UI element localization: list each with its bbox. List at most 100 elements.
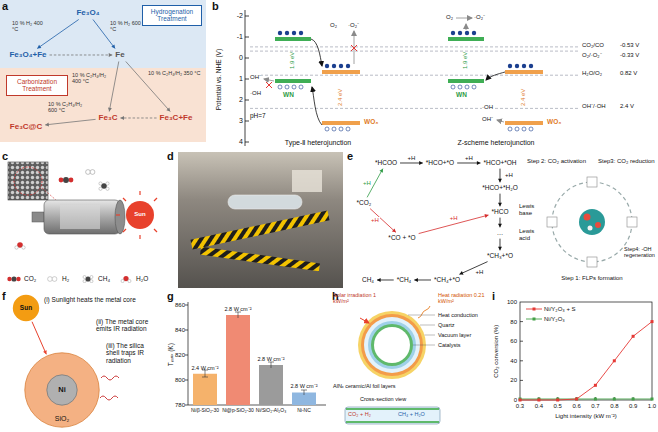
connector — [126, 61, 170, 111]
axis-tick: 1 — [239, 75, 243, 83]
intermediate-state: *CH₄ — [395, 275, 414, 284]
connector — [457, 161, 480, 165]
annotation: O₂ — [446, 14, 453, 21]
annotation: (ii) The metal core emits IR radiation — [96, 318, 158, 333]
compound-label: Fe — [113, 50, 126, 61]
intermediate-state: *CO₂ — [355, 198, 374, 207]
axis-tick: 0.8 — [610, 403, 618, 410]
annotation: Type-Ⅱ heterojunction — [285, 139, 351, 147]
arrow-head — [414, 278, 418, 282]
arrow-head — [109, 53, 113, 57]
intermediate-state: … — [495, 228, 506, 237]
annotation: Sun — [134, 211, 145, 218]
intermediate-state: *CH₃+*O — [485, 251, 515, 260]
annotation: ·O₂⁻ — [474, 14, 485, 21]
annotation: O₂/·O₂⁻ — [582, 52, 602, 59]
node-text: Fe₃C — [99, 114, 118, 123]
annotation: Ni-NC — [288, 408, 320, 414]
node-text: Sun — [20, 304, 32, 311]
arrow-head — [379, 169, 382, 173]
annotation: OH⁻/·OH — [582, 103, 606, 110]
legend-item: CH₄ — [80, 275, 110, 283]
legend-item: H₂ — [44, 275, 69, 283]
legend-swatch — [80, 275, 96, 283]
node-text: CH₄ — [362, 276, 374, 283]
circle-fill — [25, 353, 99, 427]
intermediate-state: *CO + *O — [386, 233, 417, 242]
node-text: Hydrogenation Treatment — [145, 8, 199, 23]
arrow-head — [377, 278, 381, 282]
legend-marker — [533, 318, 536, 321]
annotation: 1.9 eV — [463, 51, 470, 68]
edge-label: 10 % C₂H₄/H₂ 400 °C — [72, 72, 112, 84]
connector-line — [109, 61, 119, 111]
node-text: *CH₄ — [397, 276, 412, 283]
axis-tick: 0.4 — [535, 403, 543, 410]
connector — [414, 278, 431, 282]
connector-line — [120, 117, 156, 118]
connector-line — [370, 209, 396, 233]
legend-swatch — [6, 275, 22, 283]
annotation: CO₂/CO — [582, 42, 604, 49]
axis-tick: 780 — [175, 402, 185, 409]
arrow-head — [120, 116, 124, 120]
legend-marker — [533, 308, 536, 311]
node-text: *CH₃+*O — [487, 252, 513, 259]
annotation: 2.8 W cm⁻² — [224, 306, 251, 312]
panel-letter: a — [2, 0, 8, 12]
compound-label: Fe₃C@C — [8, 122, 44, 133]
node-text: Carbonization Treatment — [9, 78, 65, 93]
treatment-box: Carbonization Treatment — [6, 75, 68, 96]
edge-label: +H — [449, 215, 459, 222]
connector — [459, 262, 487, 275]
edge-label: 10 % C₂H₄/H₂ 350 °C — [148, 70, 202, 76]
annotation: 2.4 V — [620, 103, 634, 110]
annotation: ·OH — [250, 90, 261, 97]
edge-label: +H — [475, 269, 485, 276]
annotation: WO₃ — [364, 118, 378, 125]
edge-label: 10 % H₂ 600 °C — [110, 20, 142, 32]
connector — [50, 53, 113, 57]
annotation: Quartz — [438, 322, 455, 328]
arrow-head — [419, 161, 423, 165]
arrow-head — [498, 179, 502, 183]
annotation: (i) Sunlight heats the metal core — [44, 296, 158, 303]
connector-line — [32, 322, 46, 355]
axis-title: Potential vs. NHE (V) — [215, 49, 222, 110]
annotation: H₂O/O₂ — [582, 70, 602, 77]
atom — [83, 276, 86, 279]
compound-label: Fe₃O₄+Fe — [7, 50, 48, 61]
legend-swatch — [526, 305, 542, 313]
atom — [128, 279, 131, 282]
axis-tick: 0.7 — [591, 403, 599, 410]
annotation: Z-scheme heterojunction — [457, 139, 534, 147]
node-text: *HCO+*H₂O — [482, 184, 518, 191]
arrow-head — [45, 123, 49, 127]
axis-tick: 0 — [239, 54, 243, 62]
annotation: CH₄ + H₂O — [398, 411, 425, 417]
annotation: Step4: -OH regeneration — [624, 246, 658, 258]
edge-label: 10 % C₂H₄/H₂ 600 °C — [48, 101, 92, 113]
annotation: 2.4 eV — [338, 88, 345, 105]
annotation: O₂ — [330, 22, 337, 29]
atom — [48, 277, 53, 282]
node-text: *HCO — [492, 208, 509, 215]
annotation: Lewis base — [519, 203, 545, 216]
axis-tick: 60 — [510, 338, 517, 345]
connector — [498, 218, 502, 228]
axis-tick: 4 — [239, 138, 243, 146]
axis-tick: 0.3 — [516, 403, 524, 410]
annotation: Vacuum layer — [438, 332, 471, 338]
annotation: WN — [283, 91, 294, 98]
arrow-head — [43, 350, 47, 354]
edge-label: +H — [406, 155, 416, 162]
connector — [45, 119, 95, 126]
edge-label: +H — [464, 155, 474, 162]
annotation: ·OH — [482, 104, 493, 111]
atom — [16, 277, 20, 281]
annotation: 2.4 eV — [521, 88, 528, 105]
axis-tick: -1 — [237, 33, 243, 41]
legend-swatch — [526, 315, 542, 323]
